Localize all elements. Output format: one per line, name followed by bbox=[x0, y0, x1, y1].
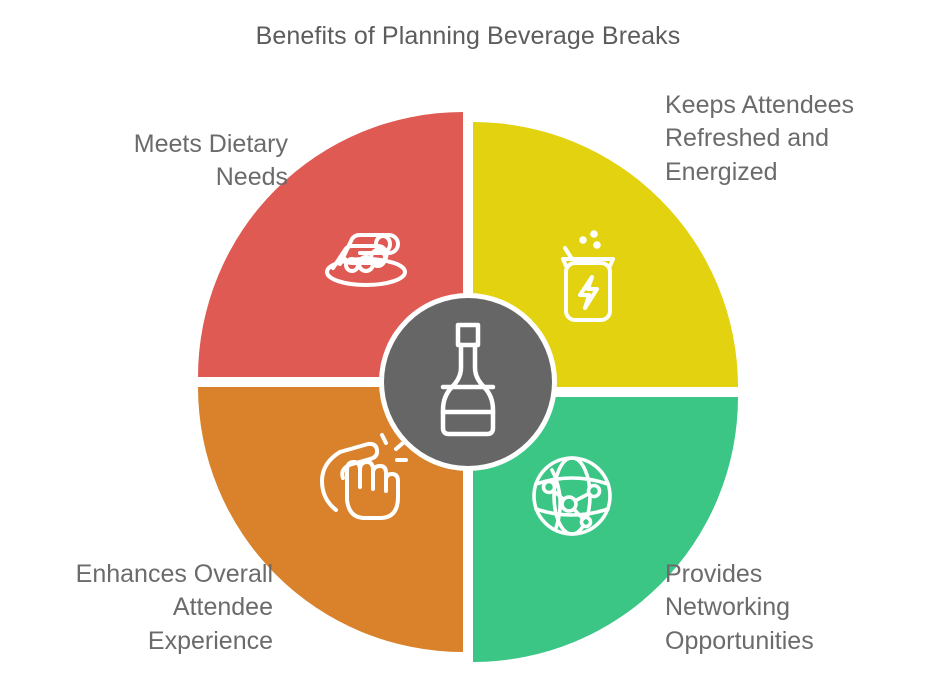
quadrant-experience[interactable] bbox=[198, 387, 463, 652]
quadrant-networking[interactable] bbox=[473, 397, 738, 662]
page-title: Benefits of Planning Beverage Breaks bbox=[255, 22, 681, 50]
quadrant-label-refreshed: Keeps Attendees Refreshed and Energized bbox=[665, 91, 855, 186]
quadrant-label-dietary: Meets Dietary Needs bbox=[133, 130, 288, 192]
quadrant-dietary[interactable] bbox=[198, 112, 463, 377]
clapping-hands-icon bbox=[320, 433, 408, 520]
bottle-icon bbox=[440, 322, 496, 437]
quadrant-refreshed[interactable] bbox=[473, 122, 738, 387]
food-platter-icon bbox=[325, 233, 407, 287]
globe-network-icon bbox=[532, 456, 612, 536]
quadrant-label-experience: Enhances Overall Attendee Experience bbox=[75, 560, 273, 655]
quadrant-label-networking: Provides Networking Opportunities bbox=[665, 560, 814, 655]
center-hub[interactable] bbox=[379, 293, 557, 471]
energy-can-icon bbox=[561, 230, 615, 322]
